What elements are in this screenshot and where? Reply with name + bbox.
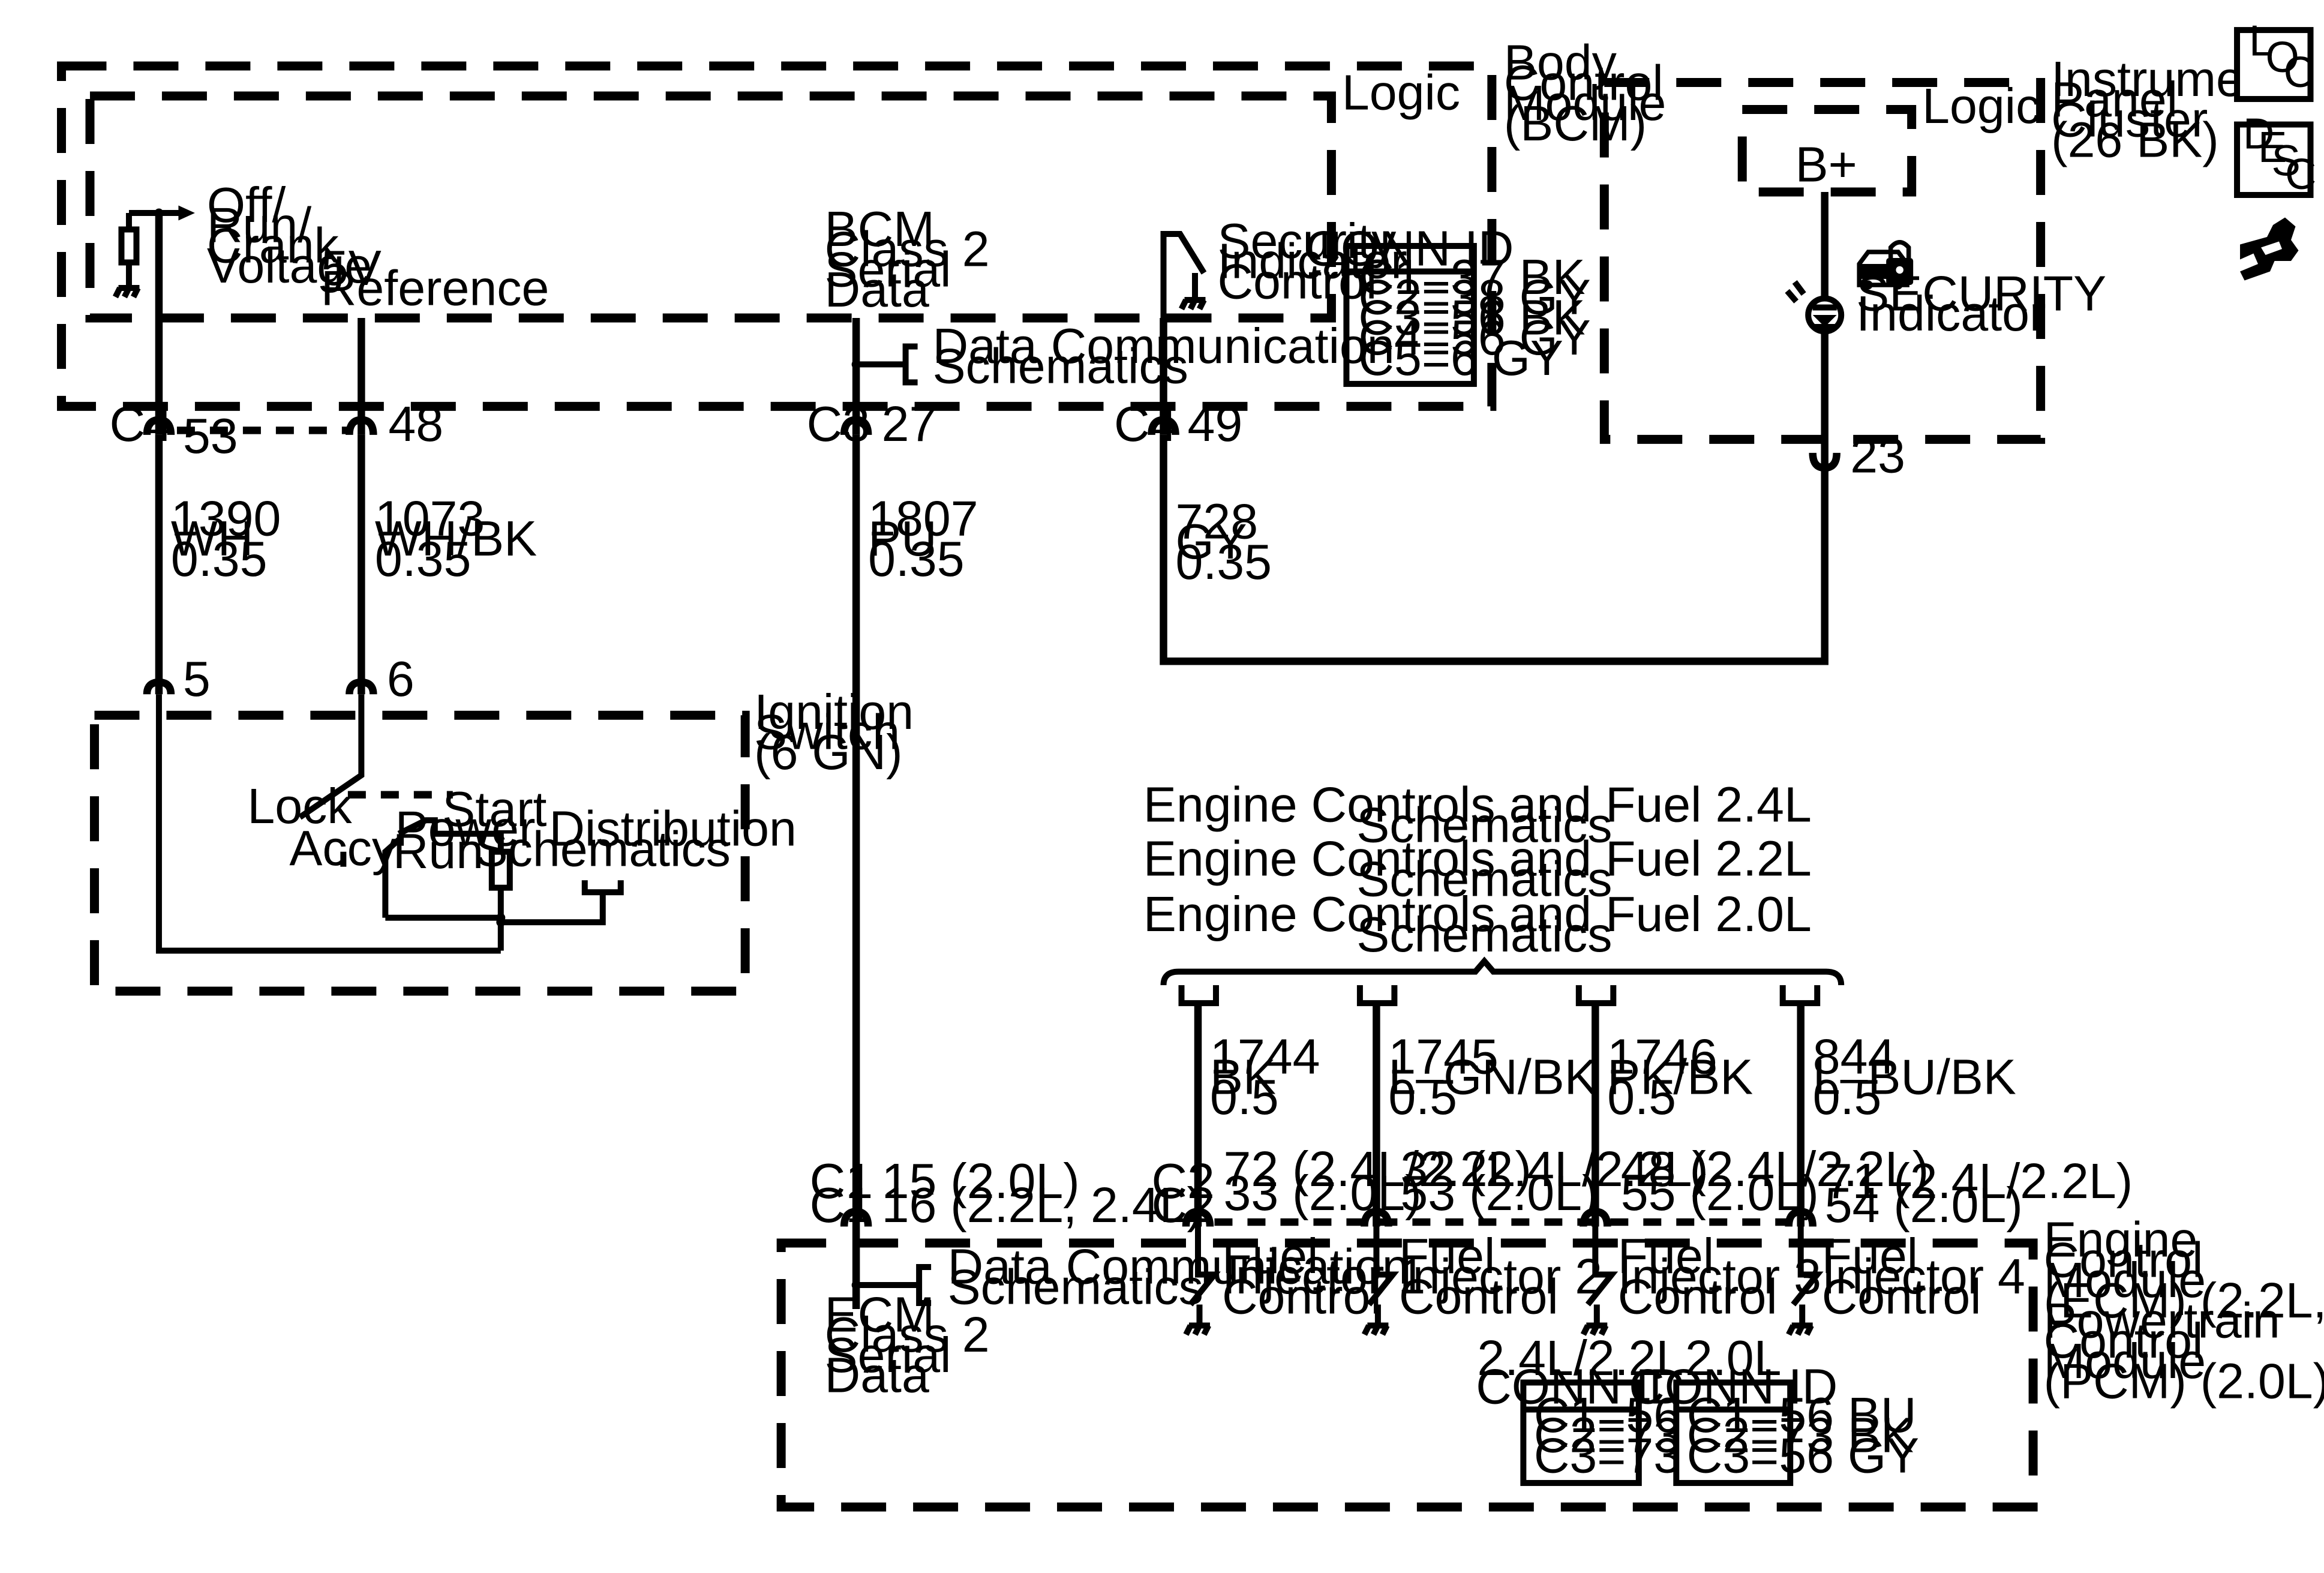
ipc-title: Instrument Panel Cluster (26 BK) — [2051, 52, 2299, 167]
bcm-conn-id-rows: C1=37 BK C2=38 GY C3=56 BK C4=56 GY C5=6… — [1358, 250, 1604, 386]
ignition-accy-label: Accy — [289, 821, 397, 876]
wiring-connector-icon[interactable] — [2240, 217, 2299, 281]
svg-text:2.4L/2.2L: 2.4L/2.2L — [1477, 1331, 1683, 1386]
ecm-class2-label: ECM Class 2 Serial Data — [825, 1287, 1004, 1403]
ecm-connectors: C1 C1 15 (2.0L) 16 (2.2L, 2.4L) C2 C2 72… — [810, 1142, 2146, 1233]
injector-2-driver: Fuel Injector 2 Control — [1361, 1226, 1616, 1336]
svg-text:1390 WH 0.35: 1390 WH 0.35 — [171, 491, 295, 586]
wire-1744: 1744 BK 0.5 — [1194, 1003, 1334, 1227]
bcm-conn-id-table: CONN ID C1=37 BK C2=38 GY C3=56 BK C4=56… — [1305, 221, 1604, 387]
svg-text:Fuel Injector 3: Fuel Injector 3 Control — [1618, 1229, 1835, 1324]
ignition-pin-6: 6 — [387, 652, 415, 707]
engine-schematic-references: Engine Controls and Fuel 2.4L Schematics… — [1143, 778, 1845, 1007]
ignition-pin-5: 5 — [183, 652, 211, 707]
power-distribution-label: Power Distribution Schematics — [395, 801, 810, 877]
svg-text:844 L–BU/BK 0.5: 844 L–BU/BK 0.5 — [1813, 1029, 2030, 1125]
svg-text:S: S — [2272, 137, 2301, 185]
off-run-crank-input: Off/ Run/ Crank Voltage — [112, 178, 372, 435]
ignition-start-label: Start — [442, 782, 547, 837]
svg-text:CONN ID: CONN ID — [1629, 1359, 1837, 1414]
inj1-pins: 72 (2.4L/2.2L) 33 (2.0L) — [1223, 1142, 1545, 1221]
inj4-pins: 71 (2.4L/2.2L) 54 (2.0L) — [1825, 1154, 2146, 1233]
svg-text:C: C — [2284, 48, 2315, 97]
svg-text:1746 PK/BK 0.5: 1746 PK/BK 0.5 — [1607, 1029, 1767, 1125]
ecm-c1-pins: 15 (2.0L) 16 (2.2L, 2.4L) — [882, 1154, 1203, 1233]
wire-1073: 1073 WH/BK 0.35 — [358, 434, 551, 695]
injector-4-driver: Fuel Injector 4 Control — [1786, 1226, 2039, 1336]
c4-pin-53: 53 — [183, 409, 238, 464]
svg-text:C1=56 BU C2=73 BK: C1=56 BU C2=73 BK C3=56 GY — [1687, 1388, 1930, 1483]
bcm-data-comm-label: Data Communication Schematics — [933, 319, 1409, 394]
injector-3-driver: Fuel Injector 3 Control — [1580, 1226, 1835, 1336]
car-lock-icon — [1857, 240, 1914, 290]
ref-pin-48: 48 — [388, 397, 443, 452]
wire-1745: 1745 L–GN/BK 0.5 — [1373, 1003, 1611, 1227]
ecm-c1-labels: C1 C1 — [810, 1154, 887, 1233]
svg-text:1073 WH/BK 0.35: 1073 WH/BK 0.35 — [375, 491, 551, 586]
svg-text:C: C — [2285, 150, 2316, 199]
svg-text:1744 BK 0.5: 1744 BK 0.5 — [1210, 1029, 1334, 1125]
reference-5v: 5V Reference — [321, 241, 550, 435]
bcm-title: Body Control Module (BCM) — [1504, 35, 1680, 151]
wire-1746: 1746 PK/BK 0.5 — [1592, 1003, 1767, 1227]
ecm-c2-labels: C2 C2 — [1152, 1154, 1229, 1233]
c4-pin-49: 49 — [1187, 397, 1242, 452]
ecm-data-comm-label: Data Communication Schematics — [948, 1239, 1424, 1315]
ignition-title: Ignition Switch (6 GN) — [754, 685, 927, 780]
engine-ref-24: Engine Controls and Fuel 2.4L Schematics — [1143, 778, 1825, 853]
ignition-switch: 5 6 Ignition Switch (6 GN) Lock Start Ac… — [89, 652, 927, 996]
c4-label-b: C4 — [1114, 397, 1177, 452]
security-led-icon — [1785, 280, 1845, 335]
c3-label: C3 — [807, 397, 870, 452]
location-icon[interactable]: L O C — [2234, 17, 2315, 103]
svg-text:D: D — [2243, 110, 2274, 158]
svg-text:Fuel Injector 2: Fuel Injector 2 Control — [1399, 1229, 1616, 1324]
ignition-lock-label: Lock — [247, 779, 352, 834]
ecm-pcm-module: Engine Control Module (ECM) (2.2L, 2.4L)… — [776, 1212, 2324, 1512]
bcm-conn-id-title: CONN ID — [1305, 221, 1514, 276]
wire-728: 728 GY 0.35 — [1160, 434, 1828, 665]
ipc-logic-label: Logic — [1922, 79, 2040, 134]
inj2-pins: 32 (2.4L/2.2L) 53 (2.0L) — [1400, 1142, 1722, 1221]
ecm-conn-id-table-20: 2.0L CONN ID C1=56 BU C2=73 BK C3=56 GY — [1629, 1331, 1930, 1486]
ignition-run-label: Run — [393, 824, 484, 879]
engine-ref-22: Engine Controls and Fuel 2.2L Schematics — [1143, 831, 1825, 907]
svg-text:1745 L–GN/BK 0.5: 1745 L–GN/BK 0.5 — [1388, 1029, 1611, 1125]
c3-pin-27: 27 — [882, 397, 937, 452]
ipc-pin-23: 23 — [1850, 428, 1905, 483]
c4-label-a: C4 — [109, 397, 172, 452]
svg-text:1807 PU 0.35: 1807 PU 0.35 — [868, 491, 992, 586]
svg-text:CONN ID: CONN ID — [1476, 1359, 1685, 1414]
instrument-panel-cluster: Logic B+ Instrument Panel Cluster (26 BK… — [1599, 52, 2299, 483]
engine-ref-20: Engine Controls and Fuel 2.0L Schematics — [1143, 887, 1825, 962]
svg-text:O: O — [2266, 33, 2299, 82]
off-run-crank-label: Off/ Run/ Crank Voltage — [207, 178, 372, 293]
bcm-module: Logic Body Control Module (BCM) CONN ID … — [56, 35, 1680, 435]
bcm-class2-label: BCM Class 2 Serial Data — [825, 202, 1004, 317]
security-indicator-control: Security Indicator Control — [1160, 214, 1421, 435]
svg-text:728 GY 0.35: 728 GY 0.35 — [1175, 494, 1272, 589]
wire-1390: 1390 WH 0.35 — [155, 434, 295, 695]
reference-5v-label: 5V Reference — [321, 241, 550, 316]
svg-text:Fuel Injector 4: Fuel Injector 4 Control — [1822, 1229, 2039, 1324]
svg-text:E: E — [2258, 123, 2287, 172]
inj3-pins: 48 (2.4L/2.2L) 55 (2.0L) — [1621, 1142, 1942, 1221]
security-indicator-control-label: Security Indicator Control — [1217, 214, 1421, 309]
ecm-title: Engine Control Module (ECM) (2.2L, 2.4L)… — [2044, 1212, 2324, 1409]
ipc-bplus-label: B+ — [1795, 137, 1857, 193]
wire-1807: 1807 PU 0.35 — [852, 434, 992, 1227]
bcm-logic-label: Logic — [1342, 65, 1460, 121]
security-indicator-label: SECURITY Indicator — [1856, 266, 2120, 341]
svg-text:L: L — [2249, 17, 2273, 65]
svg-text:2.0L: 2.0L — [1685, 1331, 1782, 1386]
wire-844: 844 L–BU/BK 0.5 — [1797, 1003, 2030, 1227]
description-icon[interactable]: D E S C — [2234, 110, 2316, 199]
